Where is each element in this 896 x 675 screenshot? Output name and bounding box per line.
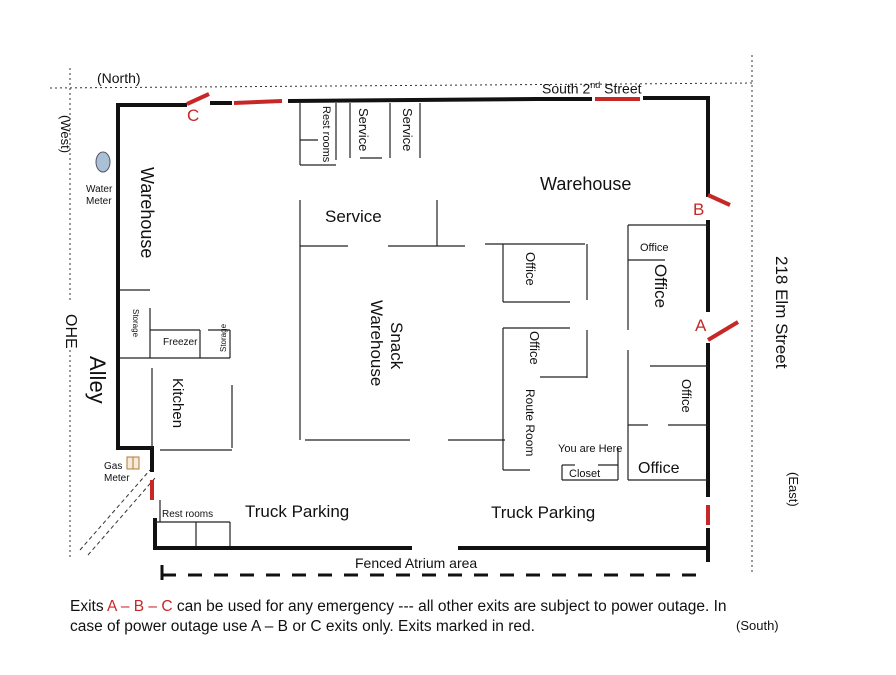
alley-label: Alley [85, 356, 110, 404]
room-office-1: Office [523, 252, 538, 286]
room-rest-rooms-top: Rest rooms [320, 106, 332, 163]
room-rest-rooms-bottom: Rest rooms [162, 509, 214, 520]
direction-east: (East) [786, 472, 801, 507]
fenced-atrium-label: Fenced Atrium area [355, 555, 478, 571]
exit-label-c: C [187, 106, 200, 125]
room-route-room: Route Room [523, 389, 537, 457]
room-kitchen: Kitchen [169, 378, 186, 429]
direction-south: (South) [736, 618, 779, 633]
exit-label-b: B [693, 200, 705, 219]
truck-parking-right: Truck Parking [491, 503, 596, 522]
room-office-2: Office [527, 331, 542, 365]
alley-ohe-label: OHE [62, 314, 79, 349]
room-warehouse-top: Warehouse [540, 174, 632, 194]
direction-north: (North) [97, 70, 141, 86]
exit-instructions-line-1: Exits A – B – C can be used for any emer… [70, 598, 727, 615]
atrium-fence [160, 565, 708, 580]
you-are-here-label: You are Here [558, 443, 623, 455]
room-service-top-1: Service [356, 108, 371, 152]
room-snack-warehouse-line1: Snack [387, 322, 406, 370]
property-lines [49, 55, 756, 575]
exit-instructions: Exits A – B – C can be used for any emer… [70, 597, 830, 637]
street-elm: 218 Elm Street [772, 256, 791, 369]
alley-diagonals [79, 469, 156, 556]
room-snack-warehouse-line2: Warehouse [367, 300, 386, 387]
exterior-walls [116, 96, 710, 562]
direction-west: (West) [58, 115, 73, 154]
exit-label-a: A [695, 316, 707, 335]
water-meter-icon [95, 151, 111, 173]
street-south-2nd: South 2nd Street [542, 80, 642, 97]
room-service-top-2: Service [400, 108, 415, 152]
room-service-mid: Service [325, 207, 382, 226]
room-storage-2: Storage [219, 323, 228, 352]
interior-walls [120, 103, 708, 546]
room-freezer: Freezer [163, 337, 198, 348]
truck-parking-left: Truck Parking [245, 502, 350, 521]
room-warehouse-left: Warehouse [137, 167, 157, 259]
exit-instructions-line-2: case of power outage use A – B or C exit… [70, 618, 535, 635]
room-closet: Closet [569, 468, 601, 480]
gas-meter-icon [126, 456, 140, 470]
room-storage-1: Storage [131, 309, 140, 338]
exit-markings [150, 92, 740, 525]
room-office-big: Office [651, 264, 670, 309]
room-office-bottom: Office [638, 460, 680, 477]
room-office-right: Office [679, 379, 694, 413]
room-office-small: Office [640, 242, 669, 254]
